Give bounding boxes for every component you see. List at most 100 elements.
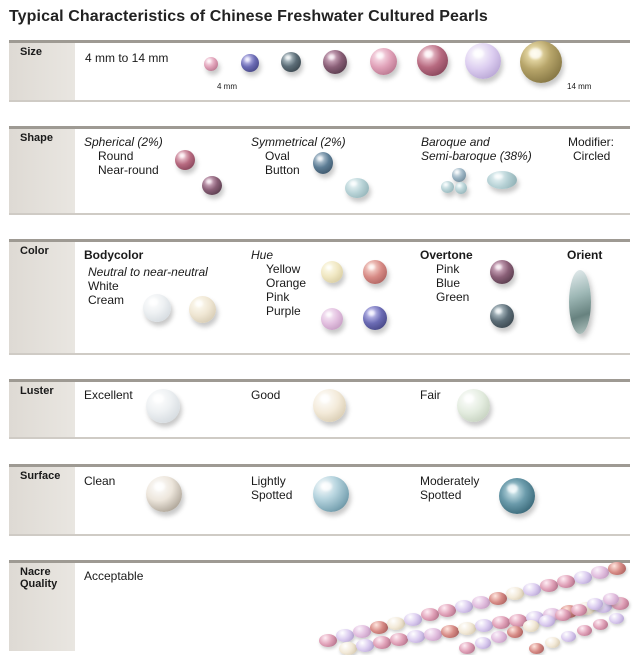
strand-pearl	[577, 624, 592, 636]
strand-pearl	[459, 642, 475, 654]
strand-pearl	[561, 630, 576, 642]
surface-label: Surface	[20, 470, 61, 482]
strand-pearl	[424, 627, 442, 641]
strand-pearl	[609, 612, 624, 624]
strand-pearl	[475, 619, 493, 633]
pearl-14mm	[520, 41, 562, 83]
strand-pearl	[545, 636, 560, 648]
pearl-clean	[146, 476, 182, 512]
strand-pearl	[608, 562, 626, 576]
strand-pearl	[555, 609, 571, 621]
pearl-moderately-spotted	[499, 478, 535, 514]
pearl-excellent	[146, 389, 180, 423]
strand-pearl	[336, 629, 354, 643]
pearl-8mm	[370, 48, 397, 75]
shape-label: Shape	[20, 132, 54, 144]
strand-pearl	[455, 599, 473, 613]
strand-pearl	[529, 642, 544, 654]
size-max-label: 14 mm	[567, 82, 592, 91]
strand-pearl	[339, 641, 357, 655]
modifier-line2: Circled	[573, 149, 611, 163]
pearl-lightly-spotted	[313, 476, 349, 512]
nacre-row: Nacre Quality Acceptable	[9, 560, 630, 655]
bodycolor-heading: Bodycolor	[84, 248, 144, 262]
pearl-good	[313, 389, 346, 422]
row-top-rule	[9, 126, 630, 129]
pearl-white	[143, 294, 171, 322]
pearl-purple	[363, 306, 387, 330]
strand-pearl	[370, 620, 388, 634]
strand-pearl	[557, 574, 575, 588]
size-label: Size	[20, 46, 43, 58]
strand-pearl	[593, 618, 608, 630]
strand-pearl	[507, 625, 523, 638]
strand-pearl	[591, 566, 609, 580]
pearl-4mm	[204, 57, 218, 71]
row-header: Shape	[9, 129, 75, 215]
row-top-rule	[9, 560, 630, 563]
luster-excellent: Excellent	[84, 388, 133, 402]
row-bottom-rule	[9, 353, 630, 355]
luster-good: Good	[251, 388, 281, 402]
pearl-baroque-3	[455, 182, 467, 194]
pearl-7mm	[323, 50, 347, 74]
color-row: Color Bodycolor Neutral to near-neutral …	[9, 239, 630, 355]
pearl-overtone-pink	[490, 260, 514, 284]
strand-pearl	[421, 608, 439, 622]
page-title: Typical Characteristics of Chinese Fresh…	[9, 8, 488, 25]
pearl-6mm	[281, 52, 301, 72]
nacre-label-line1: Nacre	[20, 566, 51, 578]
bodycolor-white: White	[88, 279, 119, 293]
pearl-overtone-green	[490, 304, 514, 328]
strand-pearl	[472, 595, 490, 609]
shape-near-round: Near-round	[98, 163, 159, 177]
surface-moderately-spotted: Spotted	[420, 488, 462, 502]
strand-pearl	[539, 614, 555, 627]
strand-pearl	[475, 636, 491, 649]
nacre-label-line2: Quality	[20, 578, 58, 590]
pearl-button	[345, 178, 369, 198]
strand-pearl	[492, 616, 510, 630]
surface-moderately: Moderately	[420, 474, 480, 488]
strand-pearl	[574, 570, 592, 584]
row-header: Surface	[9, 467, 75, 536]
pearl-strands	[309, 560, 630, 655]
shape-row: Shape Spherical (2%) Round Near-round Sy…	[9, 126, 630, 215]
surface-row: Surface Clean Lightly Spotted Moderately…	[9, 464, 630, 536]
modifier-line1: Modifier:	[568, 135, 615, 149]
pearl-yellow	[321, 261, 343, 283]
strand-pearl	[319, 633, 337, 647]
strand-pearl	[404, 612, 422, 626]
luster-row: Luster Excellent Good Fair	[9, 379, 630, 439]
strand-pearl	[387, 616, 405, 630]
shape-round: Round	[98, 149, 134, 163]
strand-pearl	[523, 583, 541, 597]
surface-lightly-spotted: Spotted	[251, 488, 293, 502]
row-header: Size	[9, 43, 75, 102]
hue-pink: Pink	[266, 290, 290, 304]
row-bottom-rule	[9, 437, 630, 439]
surface-clean: Clean	[84, 474, 116, 488]
symmetrical-heading: Symmetrical (2%)	[251, 135, 346, 149]
row-top-rule	[9, 379, 630, 382]
spherical-heading: Spherical (2%)	[84, 135, 163, 149]
overtone-pink: Pink	[436, 262, 460, 276]
strand-pearl	[438, 604, 456, 618]
strand-pearl	[506, 587, 524, 601]
strand-pearl	[509, 613, 527, 627]
strand-pearl	[353, 625, 371, 639]
strand-pearl	[571, 603, 587, 616]
strand-pearl	[587, 598, 603, 610]
strand-pearl	[441, 624, 459, 638]
pearl-cream	[189, 296, 216, 323]
strand-pearl	[540, 578, 558, 592]
overtone-green: Green	[436, 290, 470, 304]
size-range-text: 4 mm to 14 mm	[85, 51, 169, 65]
luster-label: Luster	[20, 385, 54, 397]
pearl-5mm	[241, 54, 259, 72]
baroque-heading-line1: Baroque and	[421, 135, 490, 149]
row-bottom-rule	[9, 534, 630, 536]
baroque-heading-line2: Semi-baroque (38%)	[421, 149, 532, 163]
luster-fair: Fair	[420, 388, 441, 402]
hue-orange: Orange	[266, 276, 307, 290]
